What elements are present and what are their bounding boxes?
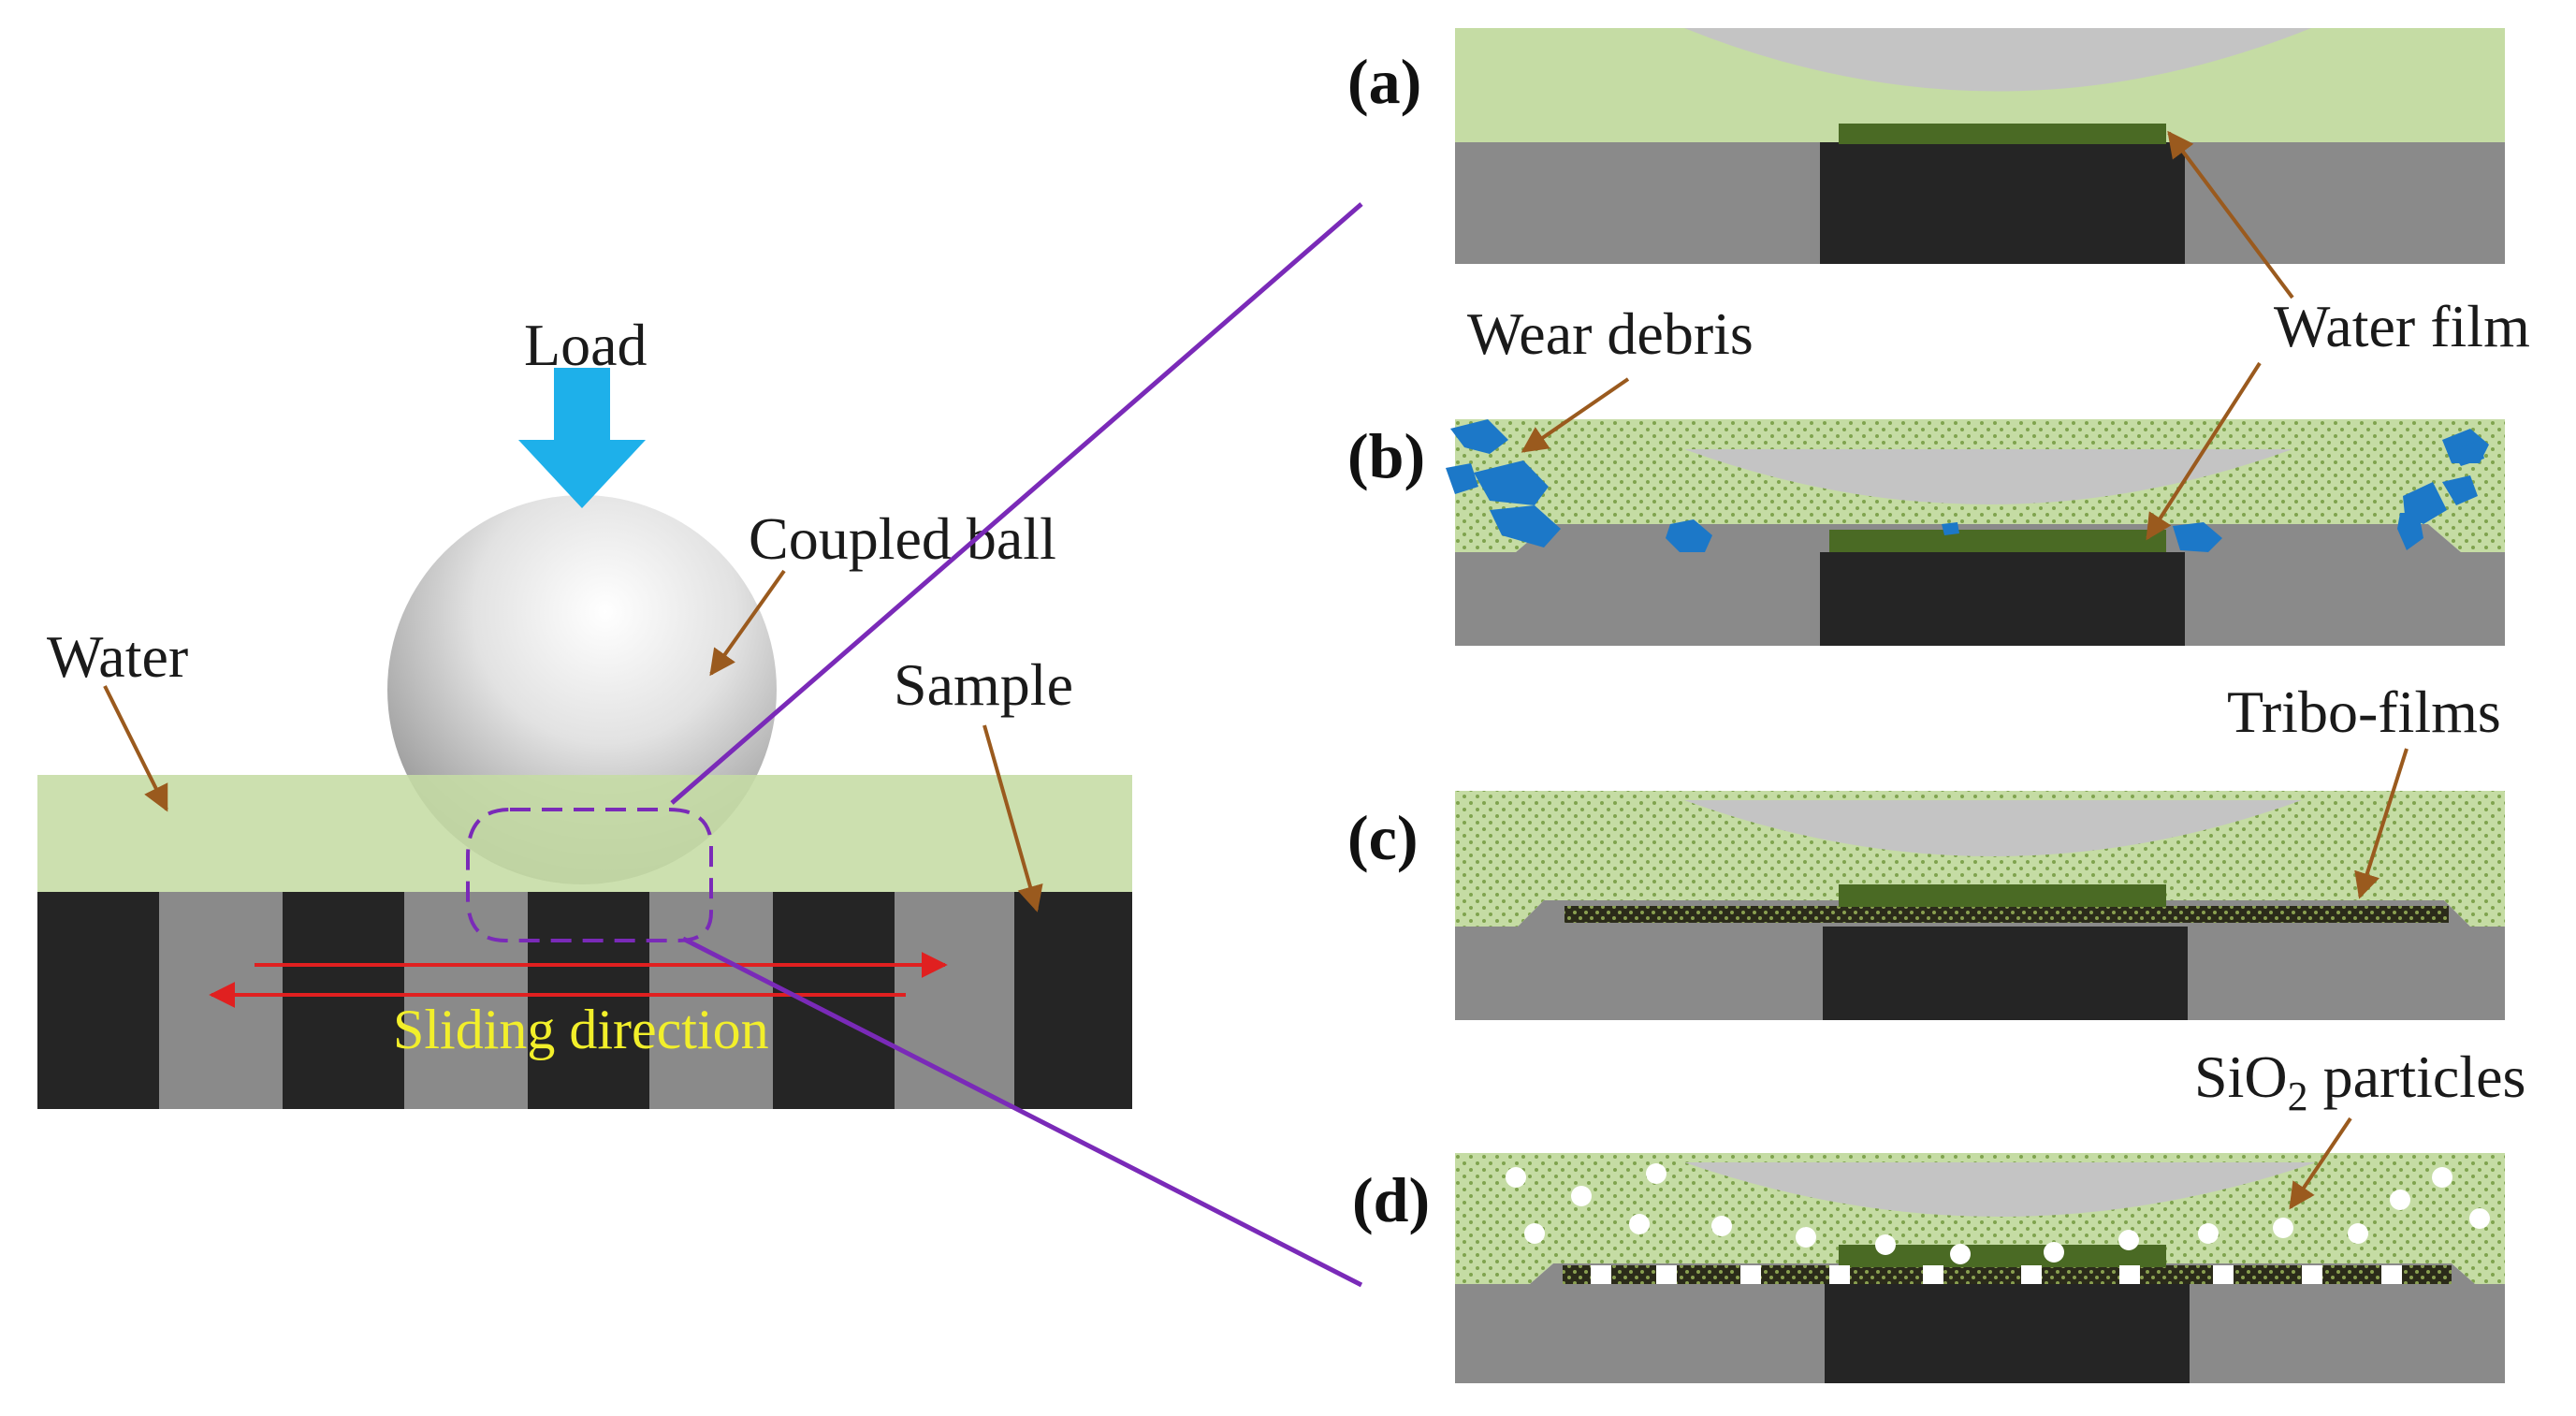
water-film-pointer-a bbox=[2167, 130, 2294, 299]
panel-b: (b) bbox=[1347, 419, 2505, 646]
coupled-ball-pointer bbox=[709, 569, 786, 677]
tribo-films-label: Tribo-films bbox=[2227, 679, 2501, 745]
wear-debris-label: Wear debris bbox=[1467, 300, 1754, 367]
wear-debris-particles bbox=[1446, 419, 2489, 552]
sio2-particles-word: particles bbox=[2308, 1044, 2526, 1110]
tribo-films-pointer bbox=[2354, 748, 2409, 899]
sio2-particles-label: SiO2 particles bbox=[2194, 1044, 2525, 1119]
coupled-ball-label: Coupled ball bbox=[749, 505, 1056, 572]
panel-a: (a) bbox=[1347, 28, 2505, 264]
contact-region-outline bbox=[466, 808, 713, 942]
panel-a-label: (a) bbox=[1347, 46, 1421, 117]
sio2-pointer bbox=[2289, 1117, 2352, 1210]
water-pointer bbox=[103, 685, 168, 812]
panel-c-label: (c) bbox=[1347, 802, 1418, 873]
sample-label: Sample bbox=[894, 651, 1073, 718]
sio2-squares bbox=[1591, 1265, 2402, 1284]
sio2-particles bbox=[1506, 1163, 2490, 1264]
panel-c: (c) bbox=[1347, 791, 2505, 1020]
sample-pointer bbox=[982, 724, 1043, 912]
load-arrow bbox=[518, 368, 646, 508]
water-layer bbox=[37, 775, 1132, 892]
sio2-formula: SiO bbox=[2194, 1044, 2288, 1110]
wear-debris-pointer bbox=[1521, 377, 1630, 453]
zoom-line-lower bbox=[681, 936, 1363, 1288]
water-label: Water bbox=[47, 623, 188, 690]
panel-b-label: (b) bbox=[1347, 420, 1425, 491]
zoom-line-upper bbox=[670, 202, 1363, 805]
water-film-pointer-b bbox=[2146, 361, 2262, 541]
water-film-label: Water film bbox=[2274, 293, 2530, 359]
load-label: Load bbox=[524, 312, 648, 378]
panel-d-label: (d) bbox=[1352, 1164, 1430, 1235]
sio2-subscript: 2 bbox=[2288, 1073, 2308, 1119]
overview: Load Coupled ball Water Sample Sliding d… bbox=[37, 312, 1132, 1109]
sample-stripes bbox=[37, 892, 1132, 1109]
sliding-direction-label: Sliding direction bbox=[393, 999, 769, 1060]
panel-d: (d) bbox=[1352, 1153, 2505, 1383]
